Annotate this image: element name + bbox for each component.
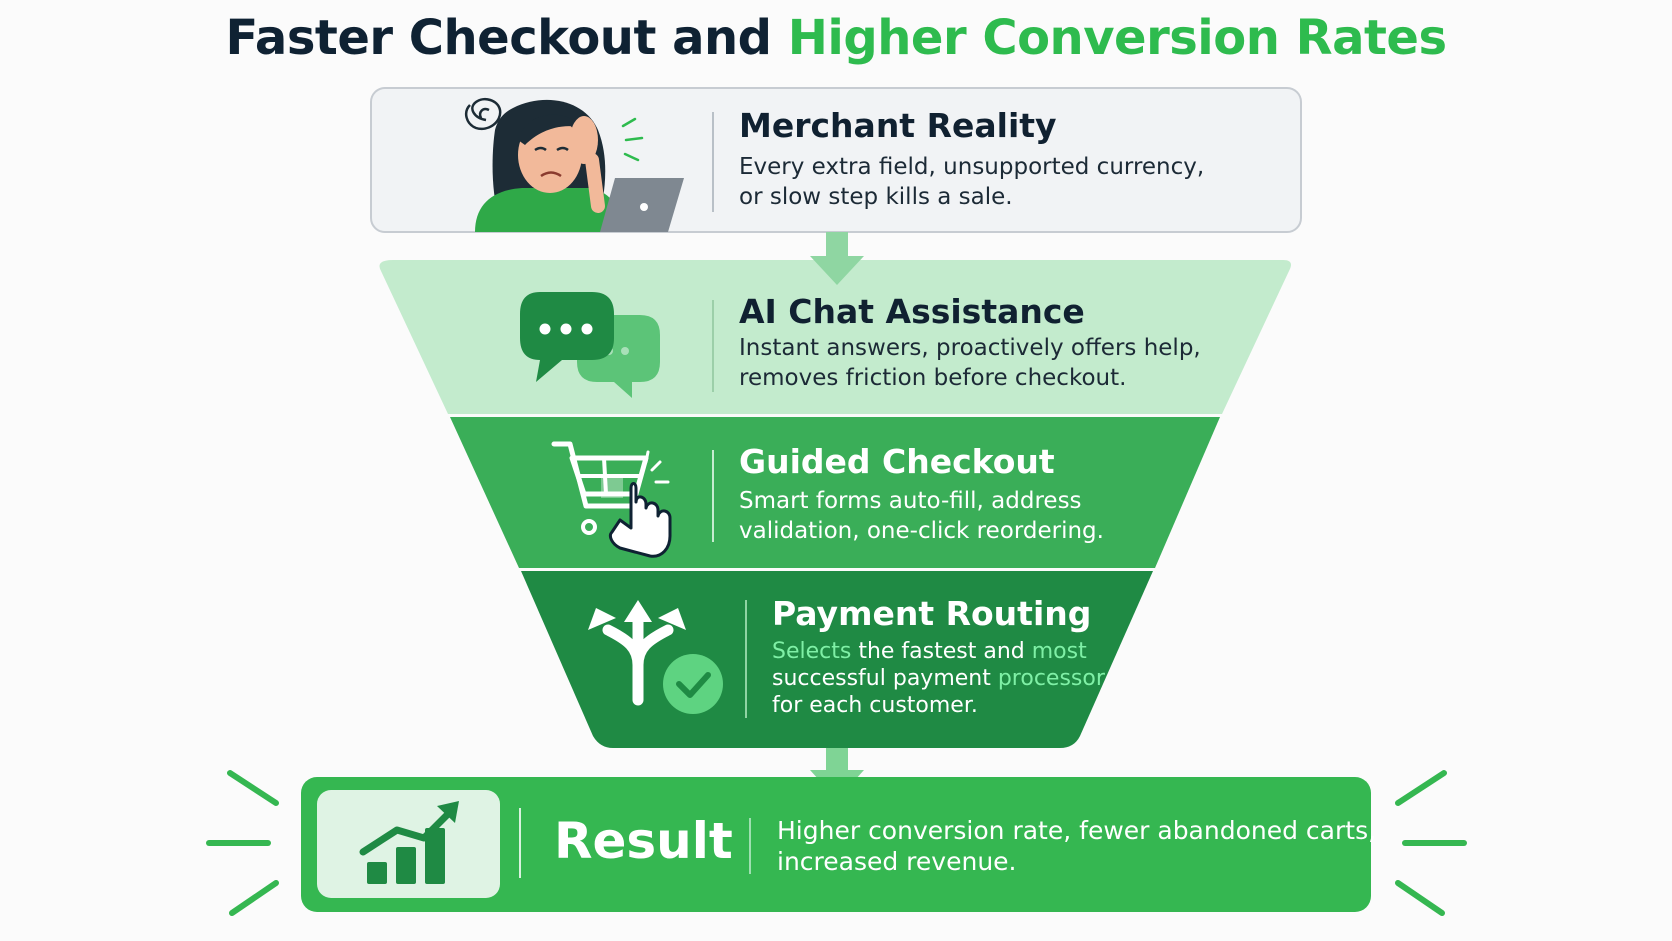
stage-description-line: for each customer. — [772, 693, 978, 718]
stage-title: AI Chat Assistance — [739, 292, 1085, 331]
stage-description-line: Selects the fastest and most — [772, 638, 1105, 665]
desc-fragment: successful payment — [772, 666, 998, 691]
title-part-1: Faster Checkout and — [225, 10, 788, 66]
growth-chart-icon — [359, 801, 459, 884]
arrow-down-icon — [810, 232, 864, 285]
desc-fragment: Selects — [772, 639, 859, 664]
stage-description-line: successful payment processor — [772, 665, 1105, 692]
stage-description-line: Instant answers, proactively offers help… — [739, 335, 1201, 361]
stage-description-line: validation, one-click reordering. — [739, 518, 1104, 544]
desc-fragment: processor — [997, 666, 1105, 691]
stage-merchant-reality: Merchant Reality Every extra field, unsu… — [739, 106, 1204, 212]
divider — [712, 300, 714, 392]
route-split-check-icon — [588, 600, 723, 714]
burst-lines-left — [206, 770, 279, 916]
divider — [712, 450, 714, 542]
stage-description-line: Smart forms auto-fill, address — [739, 488, 1082, 514]
divider — [712, 112, 714, 212]
stage-ai-chat-assistance: AI Chat Assistance Instant answers, proa… — [739, 292, 1201, 393]
title-part-2: Higher Conversion Rates — [787, 10, 1447, 66]
stage-title: Payment Routing — [772, 594, 1092, 633]
result-box — [301, 777, 1371, 912]
divider — [749, 818, 751, 874]
stage-title: Guided Checkout — [739, 442, 1055, 481]
stage-guided-checkout: Guided Checkout Smart forms auto-fill, a… — [739, 442, 1104, 546]
stage-description-line: Every extra field, unsupported currency, — [739, 154, 1205, 180]
desc-fragment: most — [1031, 639, 1087, 664]
divider — [519, 808, 521, 878]
result-description: Higher conversion rate, fewer abandoned … — [777, 815, 1376, 877]
shopping-cart-click-icon — [551, 441, 672, 558]
desc-fragment: the fastest and — [858, 639, 1032, 664]
stage-description-line: or slow step kills a sale. — [739, 184, 1013, 210]
stage-title: Merchant Reality — [739, 106, 1057, 145]
divider — [745, 600, 747, 718]
page-title: Faster Checkout and Higher Conversion Ra… — [0, 10, 1672, 66]
burst-lines-right — [1395, 770, 1467, 916]
chat-bubbles-icon — [520, 292, 660, 398]
result-description-line: Higher conversion rate, fewer abandoned … — [777, 816, 1377, 845]
result-title: Result — [554, 812, 733, 870]
frustrated-merchant-illustration — [464, 98, 684, 232]
stage-payment-routing: Payment Routing Selects the fastest and … — [772, 594, 1105, 719]
stage-description-line: removes friction before checkout. — [739, 365, 1127, 391]
result-description-line: increased revenue. — [777, 847, 1017, 876]
